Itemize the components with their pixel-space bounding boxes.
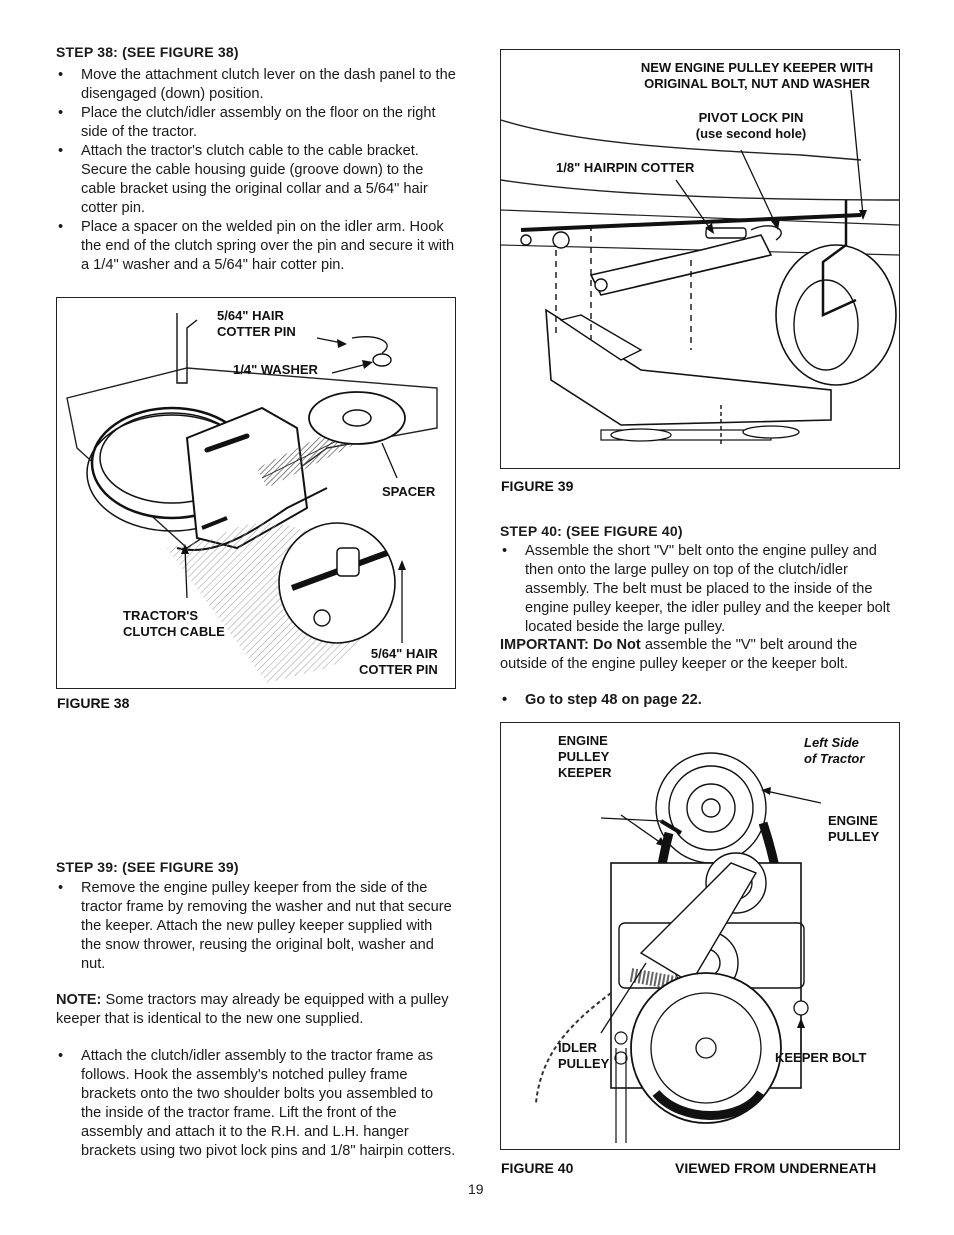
figure-39: NEW ENGINE PULLEY KEEPER WITH ORIGINAL B… [500,49,900,469]
important-bold: Do Not [588,637,641,653]
step38-bullet: Attach the tractor's clutch cable to the… [56,142,456,218]
fig40-label-engine-pulley: ENGINE PULLEY [828,813,880,844]
step40-bullet: Assemble the short "V" belt onto the eng… [500,542,902,637]
step39-bullets-2: Attach the clutch/idler assembly to the … [56,1047,456,1161]
fig39-label-pivot-pin: PIVOT LOCK PIN (use second hole) [695,110,807,141]
figure-40-caption: FIGURE 40 [501,1160,574,1176]
fig38-label-hair-pin-bottom: 5/64" HAIR COTTER PIN [359,646,438,677]
figure-39-caption: FIGURE 39 [501,478,574,494]
step40-goto: Go to step 48 on page 22. [500,691,900,710]
step40-important: IMPORTANT: Do Not assemble the "V" belt … [500,636,900,674]
important-label: IMPORTANT: [500,637,589,653]
figure-40: ENGINE PULLEY KEEPER Left Side of Tracto… [500,722,900,1150]
step39-bullet: Attach the clutch/idler assembly to the … [56,1047,456,1161]
step39-note: NOTE: Some tractors may already be equip… [56,991,456,1029]
figure-39-drawing [501,89,899,445]
figure-38-caption: FIGURE 38 [57,695,130,711]
step38-bullet: Move the attachment clutch lever on the … [56,66,456,104]
fig38-label-hair-pin-top: 5/64" HAIR COTTER PIN [217,308,296,339]
figure-38: 5/64" HAIR COTTER PIN 1/4" WASHER SPACER… [56,297,456,689]
page-number: 19 [468,1181,484,1197]
figure-40-drawing [535,752,822,1143]
fig38-label-clutch-cable: TRACTOR'S CLUTCH CABLE [123,608,225,639]
fig38-label-washer: 1/4" WASHER [233,362,318,377]
step38-heading: STEP 38: (SEE FIGURE 38) [56,44,239,60]
figure-40-view-note: VIEWED FROM UNDERNEATH [675,1160,877,1176]
important-text: assemble the "V" belt around the outside… [500,637,858,672]
step40-heading: STEP 40: (SEE FIGURE 40) [500,523,683,539]
fig40-label-engine-pulley-keeper: ENGINE PULLEY KEEPER [558,733,612,780]
step38-bullet: Place a spacer on the welded pin on the … [56,218,456,275]
step39-bullet: Remove the engine pulley keeper from the… [56,879,456,974]
step39-bullets-1: Remove the engine pulley keeper from the… [56,879,456,974]
step39-heading: STEP 39: (SEE FIGURE 39) [56,859,239,875]
fig38-label-spacer: SPACER [382,484,436,499]
fig39-label-hairpin: 1/8" HAIRPIN COTTER [556,160,695,175]
fig39-label-keeper: NEW ENGINE PULLEY KEEPER WITH ORIGINAL B… [640,60,874,91]
fig40-label-idler-pulley: IDLER PULLEY [558,1040,610,1071]
step40-bullets: Assemble the short "V" belt onto the eng… [500,542,902,637]
step38-bullets: Move the attachment clutch lever on the … [56,66,456,275]
fig40-label-keeper-bolt: KEEPER BOLT [775,1050,867,1065]
step38-bullet: Place the clutch/idler assembly on the f… [56,104,456,142]
note-text: Some tractors may already be equipped wi… [56,992,449,1027]
goto-step-link: Go to step 48 on page 22. [500,691,900,710]
fig40-label-left-side: Left Side of Tractor [804,735,865,766]
note-label: NOTE: [56,992,102,1008]
figure-38-drawing [66,313,438,683]
